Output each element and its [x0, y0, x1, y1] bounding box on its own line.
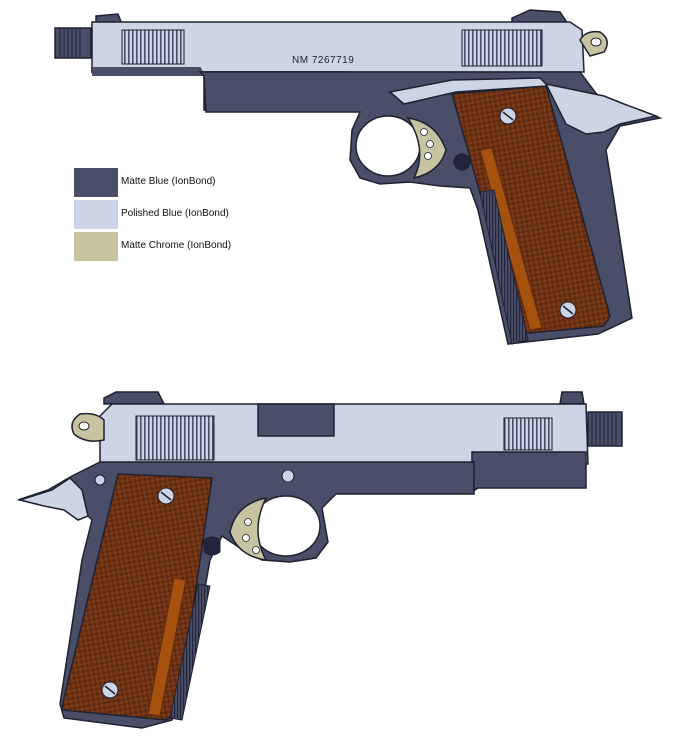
pistol-left-view: [17, 391, 623, 729]
hammer-pin: [94, 474, 106, 486]
thread-lines-bottom: [591, 413, 617, 445]
grip-panel-highlight-bottom: [147, 577, 187, 717]
legend-swatch: [74, 168, 118, 197]
grip-panel-bottom: [61, 473, 213, 721]
legend-label: Matte Blue (IonBond): [121, 176, 216, 187]
legend-label: Polished Blue (IonBond): [121, 208, 229, 219]
trigger-guard-opening-top: [355, 115, 421, 177]
front-strap-bottom: [169, 583, 211, 721]
rear-serrations-bottom: [135, 415, 215, 461]
front-serrations-bottom: [503, 417, 553, 451]
legend-label: Matte Chrome (IonBond): [121, 240, 232, 251]
thread-lines-top: [59, 29, 81, 57]
front-serrations-top: [121, 29, 185, 65]
serial-number: NM 7267719: [292, 55, 354, 66]
front-sight-bottom: [559, 391, 585, 405]
magazine-release-top: [453, 153, 471, 171]
slide-bottom: [99, 403, 589, 465]
threaded-barrel-bottom: [587, 411, 623, 447]
grip-panel-highlight-top: [479, 147, 543, 331]
dust-cover-bottom: [471, 451, 587, 494]
grip-safety-bottom: [17, 477, 89, 521]
trigger-bottom: [229, 496, 268, 561]
ejection-port: [257, 403, 335, 437]
legend-swatch: [74, 200, 118, 229]
slide-top: [91, 21, 585, 73]
pistol-right-view: NM 7267719: [54, 9, 663, 345]
front-strap-top: [479, 189, 529, 345]
legend-swatch: [74, 232, 118, 261]
grip-safety-top: [544, 82, 659, 135]
rear-sight-bottom: [103, 391, 166, 405]
threaded-barrel-top: [54, 27, 92, 59]
slide-stop-pin: [281, 469, 295, 483]
magazine-release-bottom: [203, 536, 221, 556]
rear-serrations-top: [461, 29, 543, 67]
trigger-top: [406, 117, 447, 180]
